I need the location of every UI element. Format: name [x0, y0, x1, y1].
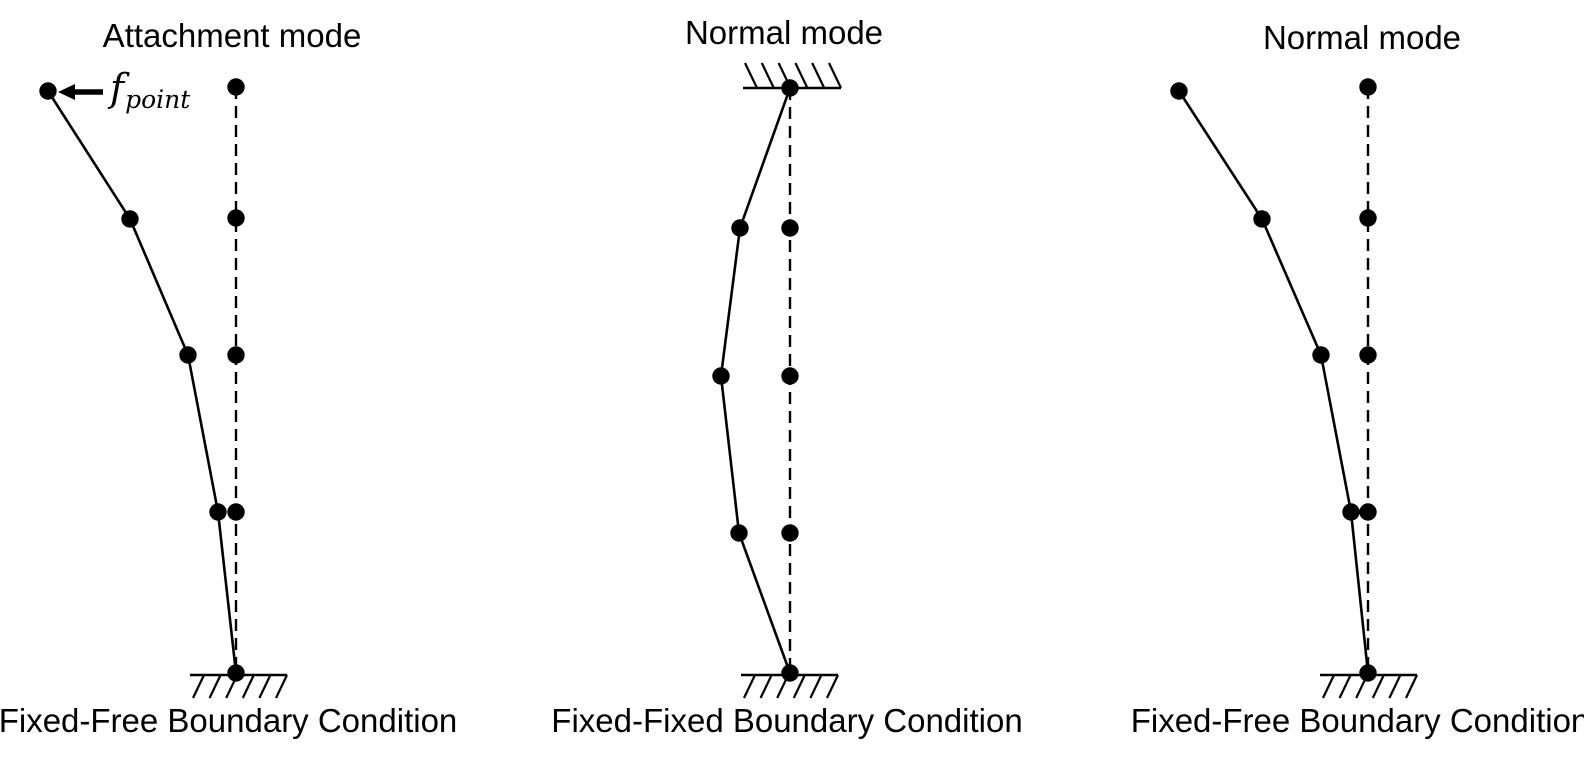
deflected-node-dot — [1170, 82, 1188, 100]
hatch-line — [809, 674, 823, 699]
hatch-line — [760, 62, 775, 89]
deflected-node-dot — [1312, 346, 1330, 364]
deflected-node-dot — [731, 219, 749, 237]
undeformed-node-dot — [1359, 503, 1377, 521]
hatch-line — [275, 674, 288, 699]
force-arrow — [58, 84, 103, 100]
undeformed-node-dot — [227, 78, 245, 96]
hatch-line — [1322, 674, 1335, 699]
force-arrow-head-icon — [58, 84, 75, 100]
diagram-0 — [39, 78, 288, 699]
hatch-line — [794, 62, 809, 89]
hatch-line — [1371, 674, 1385, 699]
undeformed-node-dot — [1359, 346, 1377, 364]
hatch-line — [1405, 674, 1418, 699]
hatch-line — [811, 62, 826, 89]
deflected-node-dot — [1359, 664, 1377, 682]
undeformed-node-dot — [227, 503, 245, 521]
deflected-node-dot — [1253, 210, 1271, 228]
force-symbol: f — [110, 66, 125, 110]
deflected-node-dot — [39, 82, 57, 100]
diagram-title-normal-mode-fixed-free: Normal mode — [1262, 19, 1462, 56]
hatch-line — [1388, 674, 1402, 699]
hatch-line — [192, 674, 205, 699]
deflected-node-dot — [179, 346, 197, 364]
point-force-label: fpoint — [110, 66, 190, 112]
hatch-line — [792, 674, 806, 699]
undeformed-node-dot — [1359, 209, 1377, 227]
deflected-shape-line — [719, 87, 792, 674]
deflected-node-dot — [227, 664, 245, 682]
hatch-line — [258, 674, 272, 699]
deflected-shape-line — [1177, 90, 1370, 674]
force-subscript: point — [125, 85, 191, 114]
deflected-node-dot — [781, 664, 799, 682]
diagram-1 — [712, 62, 842, 699]
deflected-node-dot — [712, 367, 730, 385]
hatch-line — [241, 674, 255, 699]
deflected-node-dot — [1342, 503, 1360, 521]
hatch-line — [744, 62, 758, 89]
undeformed-node-dot — [781, 219, 799, 237]
hatch-line — [826, 674, 839, 699]
diagram-2 — [1170, 78, 1418, 699]
diagram-title-normal-mode-fixed-fixed: Normal mode — [684, 14, 884, 51]
deflected-shape-line — [46, 90, 238, 674]
caption-fixed-fixed: Fixed-Fixed Boundary Condition — [551, 702, 1023, 739]
hatch-line — [828, 62, 842, 89]
caption-fixed-free-left: Fixed-Free Boundary Condition — [0, 702, 458, 739]
caption-fixed-free-right: Fixed-Free Boundary Condition — [1130, 702, 1584, 739]
undeformed-node-dot — [1359, 78, 1377, 96]
deflected-node-dot — [781, 79, 799, 97]
undeformed-node-dot — [781, 524, 799, 542]
undeformed-node-dot — [227, 209, 245, 227]
hatch-line — [1338, 674, 1352, 699]
deflected-node-dot — [121, 210, 139, 228]
undeformed-node-dot — [781, 367, 799, 385]
hatch-line — [208, 674, 222, 699]
hatch-line — [743, 674, 756, 699]
hatch-line — [759, 674, 773, 699]
diagram-title-attachment-mode: Attachment mode — [102, 17, 362, 54]
undeformed-node-dot — [227, 346, 245, 364]
deflected-node-dot — [730, 524, 748, 542]
deflected-node-dot — [209, 503, 227, 521]
